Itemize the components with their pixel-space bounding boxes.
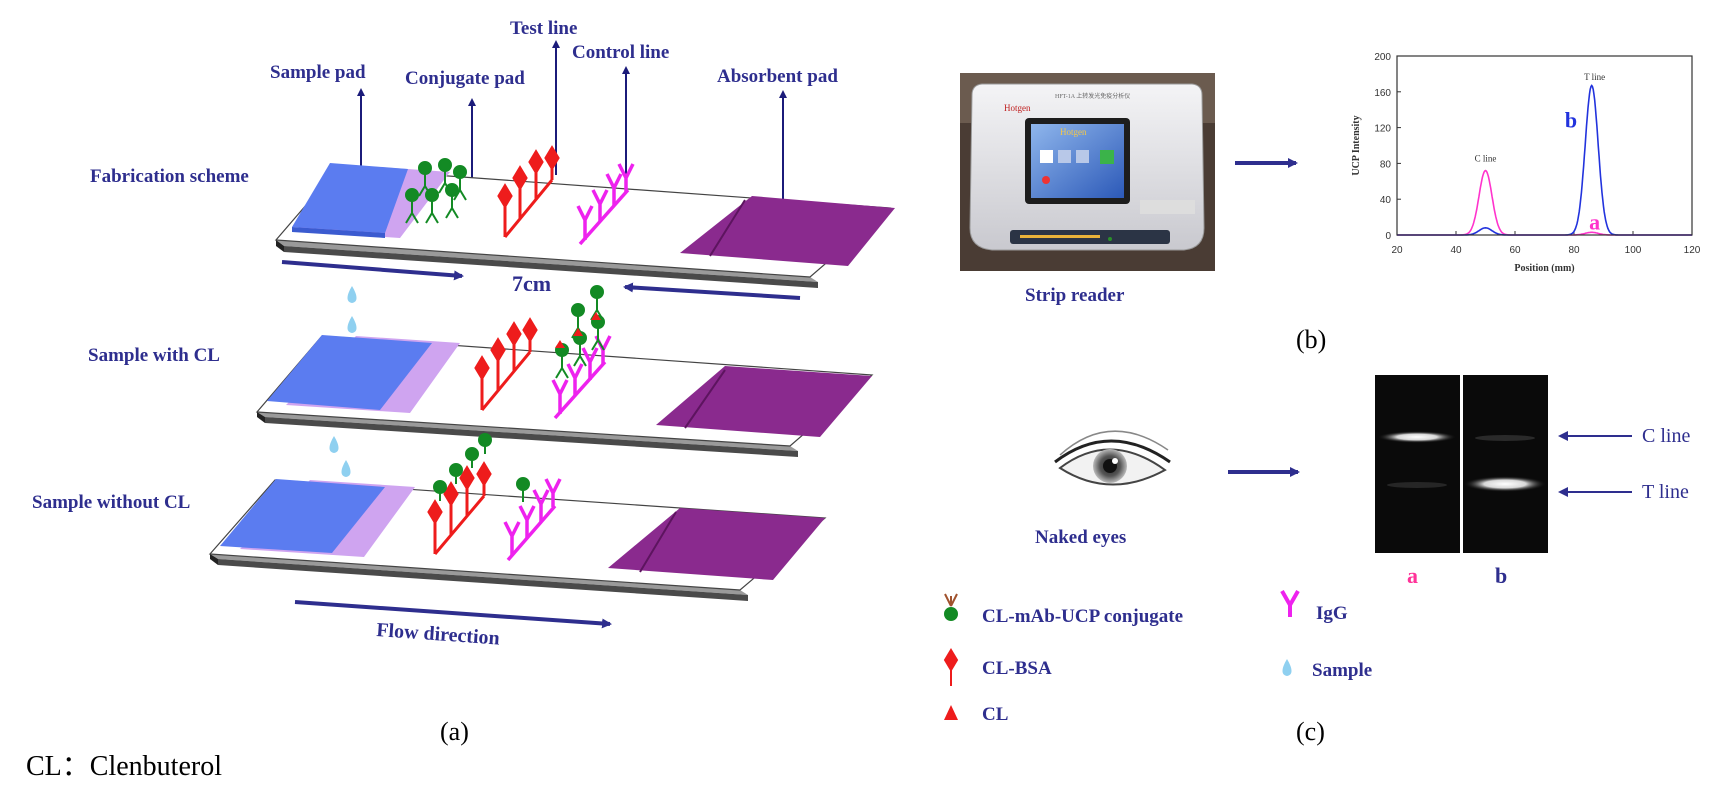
c-line-label: C line bbox=[1642, 425, 1690, 447]
y-tick-label: 0 bbox=[1385, 231, 1391, 242]
igg-legend-icon bbox=[1280, 590, 1300, 617]
cl-legend-icon bbox=[944, 705, 958, 720]
legend-igg: IgG bbox=[1316, 603, 1348, 624]
x-tick-label: 20 bbox=[1391, 245, 1403, 256]
sample-legend-icon bbox=[1282, 659, 1292, 676]
absorbent-pad-label: Absorbent pad bbox=[717, 66, 838, 87]
naked-eyes-label: Naked eyes bbox=[1035, 527, 1126, 548]
y-tick-label: 120 bbox=[1374, 124, 1391, 135]
device-model: HFT-1A 上转发光免疫分析仪 bbox=[1055, 92, 1130, 100]
y-tick-label: 160 bbox=[1374, 88, 1391, 99]
strip-a-photo bbox=[1375, 375, 1460, 553]
panel-b: Hotgen Hotgen HFT-1A 上转发光免疫分析仪 Strip rea… bbox=[960, 52, 1701, 354]
legend-sample: Sample bbox=[1312, 660, 1372, 681]
x-tick-label: 40 bbox=[1450, 245, 1462, 256]
legend-cl: CL bbox=[982, 704, 1008, 725]
x-tick-label: 60 bbox=[1509, 245, 1521, 256]
control-line-label: Control line bbox=[572, 42, 669, 63]
y-tick-label: 80 bbox=[1380, 159, 1392, 170]
legend-cl-bsa: CL-BSA bbox=[982, 658, 1052, 679]
t-line-annotation: T line bbox=[1584, 72, 1605, 82]
length-arrow-left bbox=[281, 260, 464, 281]
length-arrow-right bbox=[623, 282, 801, 300]
chart-y-label: UCP Intensity bbox=[1351, 115, 1362, 175]
control-line-igg bbox=[503, 478, 562, 562]
strip-b-c-band bbox=[1475, 435, 1535, 441]
free-cl bbox=[555, 312, 601, 348]
test-line-label: Test line bbox=[510, 18, 577, 39]
flow-direction-label: Flow direction bbox=[376, 619, 501, 650]
legend: CL-mAb-UCP conjugate IgG CL-BSA Sample C… bbox=[943, 590, 1372, 725]
test-line-cl-bsa bbox=[474, 317, 538, 411]
strip-with-cl bbox=[255, 285, 874, 457]
eye-image bbox=[1054, 430, 1171, 486]
strip-a-c-band bbox=[1377, 431, 1457, 443]
sample-with-cl-label: Sample with CL bbox=[88, 345, 220, 366]
strip-a-label: a bbox=[1407, 563, 1418, 588]
device-brand: Hotgen bbox=[1004, 103, 1031, 113]
sample-drops-row3 bbox=[329, 436, 351, 477]
fabrication-scheme-label: Fabrication scheme bbox=[90, 166, 249, 187]
absorbent-pad bbox=[656, 366, 872, 437]
t-line-label: T line bbox=[1642, 481, 1689, 503]
panel-c: Naked eyes C line T line a b (c) bbox=[1035, 375, 1690, 746]
series-a-annotation: a bbox=[1589, 210, 1600, 235]
conjugate-legend-icon bbox=[944, 593, 958, 621]
flow-direction-arrow bbox=[294, 600, 612, 629]
chart-x-label: Position (mm) bbox=[1514, 263, 1574, 274]
y-tick-label: 40 bbox=[1380, 195, 1392, 206]
sample-without-cl-label: Sample without CL bbox=[32, 492, 190, 513]
strip-a-t-band bbox=[1387, 482, 1447, 488]
panel-b-caption: (b) bbox=[1296, 325, 1326, 354]
strip-fabrication bbox=[274, 145, 895, 288]
strip-reader-label: Strip reader bbox=[1025, 285, 1125, 306]
sample-pad bbox=[267, 335, 432, 410]
chart-series bbox=[1397, 84, 1692, 236]
series-b-annotation: b bbox=[1565, 108, 1577, 133]
cl-bsa-legend-icon bbox=[943, 648, 959, 686]
x-tick-label: 120 bbox=[1684, 245, 1701, 256]
strip-b-t-band bbox=[1463, 476, 1547, 492]
strip-without-cl bbox=[208, 433, 827, 601]
conjugate-cluster bbox=[405, 158, 467, 224]
series-a-line bbox=[1397, 169, 1692, 236]
length-label: 7cm bbox=[512, 271, 551, 296]
captured-conjugate bbox=[516, 477, 530, 502]
sample-pad bbox=[292, 163, 408, 233]
x-tick-label: 80 bbox=[1568, 245, 1580, 256]
test-line-cl-bsa bbox=[497, 145, 560, 238]
c-line-annotation: C line bbox=[1475, 154, 1497, 164]
conjugate-pad-label: Conjugate pad bbox=[405, 68, 525, 89]
strip-b-label: b bbox=[1495, 563, 1507, 588]
panel-a: Sample pad Conjugate pad Test line Contr… bbox=[32, 18, 895, 746]
control-line-igg bbox=[576, 163, 635, 246]
panel-c-caption: (c) bbox=[1296, 717, 1325, 746]
y-tick-label: 200 bbox=[1374, 52, 1391, 63]
strip-reader-photo: Hotgen Hotgen HFT-1A 上转发光免疫分析仪 bbox=[960, 73, 1215, 271]
strip-b-photo bbox=[1463, 375, 1548, 553]
ucp-chart: UCP Intensity Position (mm) 20 40 60 80 100 1… bbox=[1351, 52, 1701, 274]
legend-conjugate: CL-mAb-UCP conjugate bbox=[982, 606, 1183, 627]
panel-a-caption: (a) bbox=[440, 717, 469, 746]
test-line-cl-bsa bbox=[427, 461, 492, 555]
bound-conjugates bbox=[433, 433, 492, 501]
x-tick-label: 100 bbox=[1625, 245, 1642, 256]
chart-frame bbox=[1396, 55, 1693, 236]
device-screen-brand: Hotgen bbox=[1060, 127, 1087, 137]
sample-pad bbox=[220, 479, 385, 553]
absorbent-pad bbox=[680, 196, 895, 266]
sample-pad-label: Sample pad bbox=[270, 62, 366, 83]
strip-photo bbox=[1375, 375, 1548, 553]
sample-drops-row2 bbox=[347, 286, 357, 333]
absorbent-pad bbox=[608, 508, 825, 580]
series-b-line bbox=[1397, 84, 1692, 236]
footnote: CL：Clenbuterol bbox=[26, 751, 222, 782]
